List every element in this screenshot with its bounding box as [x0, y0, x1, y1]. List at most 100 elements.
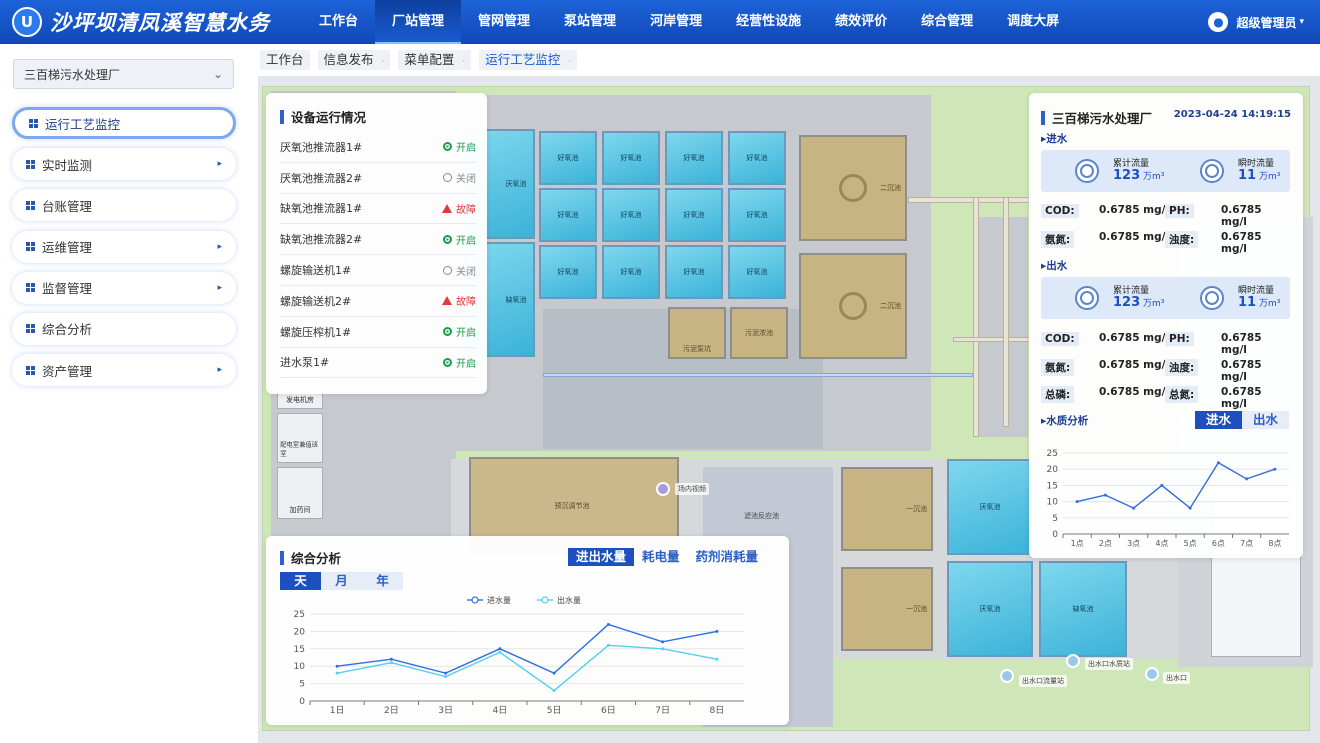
nav-item[interactable]: 经营性设施 — [736, 14, 802, 29]
sludge-pump-pit[interactable]: 污泥泵坑 — [668, 307, 726, 359]
page-tab-label: 信息发布 — [323, 52, 374, 67]
page-tab[interactable]: 运行工艺监控· — [479, 50, 578, 70]
metric-tab[interactable]: 进出水量 — [568, 548, 635, 566]
aerobic-pool[interactable]: 好氧池 — [602, 245, 660, 299]
sidebar-item[interactable]: 资产管理▸ — [12, 354, 236, 387]
device-status: 开启 — [443, 355, 476, 370]
close-icon[interactable]: · — [568, 57, 572, 67]
x-tick-label: 5点 — [1184, 539, 1197, 548]
period-tab[interactable]: 月 — [335, 573, 348, 588]
sludge-thickener[interactable]: 污泥浓池 — [730, 307, 788, 359]
data-point — [715, 657, 719, 661]
nav-item[interactable]: 泵站管理 — [564, 14, 617, 29]
page-tab[interactable]: 信息发布 · — [317, 50, 391, 70]
device-name: 缺氧池推流器2# — [280, 233, 363, 247]
grid-icon — [26, 283, 35, 293]
power-room[interactable]: 配电室兼值班室 — [277, 413, 323, 463]
quality-value: 0.6785 mg/l — [1099, 332, 1170, 344]
aerobic-pool[interactable]: 好氧池 — [728, 188, 786, 242]
data-point — [661, 640, 665, 644]
quality-value: 0.6785 mg/l — [1221, 231, 1262, 255]
video-pin-icon[interactable] — [656, 482, 670, 496]
period-tab[interactable]: 年 — [376, 573, 389, 588]
anoxic-pool[interactable]: 缺氧池 — [1039, 561, 1127, 657]
chevron-right-icon: ▸ — [217, 365, 222, 376]
legend-item: 出水量 — [537, 595, 581, 605]
water-quality-tab[interactable]: 进水 — [1195, 411, 1242, 429]
aerobic-pool[interactable]: 好氧池 — [728, 131, 786, 185]
device-status: 关闭 — [443, 170, 476, 185]
nav-item[interactable]: 管网管理 — [478, 14, 531, 29]
sidebar-item[interactable]: 运行工艺监控 — [12, 107, 236, 139]
sidebar-item[interactable]: 综合分析 — [12, 312, 236, 345]
aerobic-pool[interactable]: 好氧池 — [539, 188, 597, 242]
nav-item[interactable]: 绩效评价 — [835, 14, 888, 29]
y-tick-label: 25 — [1047, 449, 1058, 459]
monitor-pin-icon[interactable] — [1066, 654, 1080, 668]
x-tick-label: 6日 — [601, 705, 616, 716]
grid-icon — [26, 200, 35, 210]
aerobic-pool[interactable]: 好氧池 — [665, 131, 723, 185]
anaerobic-pool[interactable]: 厌氧池 — [947, 459, 1033, 555]
quality-key: 总氮: — [1165, 386, 1199, 403]
aerobic-pool[interactable]: 好氧池 — [665, 188, 723, 242]
aerobic-pool[interactable]: 好氧池 — [728, 245, 786, 299]
period-tab[interactable]: 天 — [280, 572, 321, 590]
page-tab[interactable]: 工作台 — [260, 50, 310, 70]
data-point — [715, 629, 719, 633]
secondary-clarifier[interactable]: 二沉池 — [799, 253, 907, 359]
app-logo[interactable]: U 沙坪坝清凤溪智慧水务 — [12, 7, 302, 37]
aerobic-pool[interactable]: 好氧池 — [602, 188, 660, 242]
primary-clarifier[interactable]: 一沉池 — [841, 467, 933, 551]
x-tick-label: 3日 — [438, 705, 453, 716]
primary-clarifier[interactable]: 一沉池 — [841, 567, 933, 651]
legend-marker — [471, 596, 479, 604]
user-menu[interactable]: ● 超级管理员 ▾ — [1208, 0, 1304, 44]
sidebar-item[interactable]: 台账管理 — [12, 189, 236, 222]
secondary-clarifier[interactable]: 二沉池 — [799, 135, 907, 241]
sidebar-item[interactable]: 监督管理▸ — [12, 271, 236, 304]
close-icon[interactable]: · — [462, 57, 466, 67]
sidebar-item[interactable]: 实时监测▸ — [12, 148, 236, 181]
sidebar-item[interactable]: 运维管理▸ — [12, 230, 236, 263]
water-quality-tab[interactable]: 出水 — [1252, 412, 1278, 427]
metric-tab[interactable]: 药剂消耗量 — [695, 549, 759, 564]
aerobic-pool[interactable]: 好氧池 — [539, 131, 597, 185]
user-icon: ● — [1208, 12, 1229, 32]
outlet-pin-icon[interactable] — [1145, 667, 1159, 681]
device-status-label: 关闭 — [456, 174, 476, 186]
dosing-room[interactable]: 加药间 — [277, 467, 323, 519]
off-status-icon — [443, 173, 452, 183]
device-name: 进水泵1# — [280, 356, 330, 370]
nav-item[interactable]: 工作台 — [319, 14, 359, 29]
flowmeter-icon — [1200, 159, 1224, 183]
quality-key: PH: — [1165, 332, 1194, 346]
flowmeter-icon — [1075, 286, 1099, 310]
metric-tab[interactable]: 耗电量 — [642, 549, 680, 564]
legend-marker — [541, 596, 549, 604]
device-status-label: 开启 — [456, 358, 476, 370]
anaerobic-pool[interactable]: 厌氧池 — [947, 561, 1033, 657]
flow-pin-icon[interactable] — [1000, 669, 1014, 683]
nav-item[interactable]: 综合管理 — [921, 14, 974, 29]
x-tick-label: 4点 — [1155, 539, 1168, 548]
aerobic-pool[interactable]: 好氧池 — [539, 245, 597, 299]
aerobic-pool[interactable]: 好氧池 — [665, 245, 723, 299]
nav-item[interactable]: 河岸管理 — [650, 14, 703, 29]
nav-item[interactable]: 调度大屏 — [1007, 14, 1060, 29]
water-quality-heading: ▸水质分析 — [1041, 415, 1089, 427]
plant-select[interactable]: 三百梯污水处理厂 ⌄ — [13, 59, 234, 89]
nav-item[interactable]: 厂站管理 — [375, 0, 462, 44]
close-icon[interactable]: · — [381, 57, 385, 67]
page-tab[interactable]: 菜单配置· — [398, 50, 472, 70]
aerobic-pool[interactable]: 好氧池 — [602, 131, 660, 185]
data-point — [552, 689, 556, 693]
